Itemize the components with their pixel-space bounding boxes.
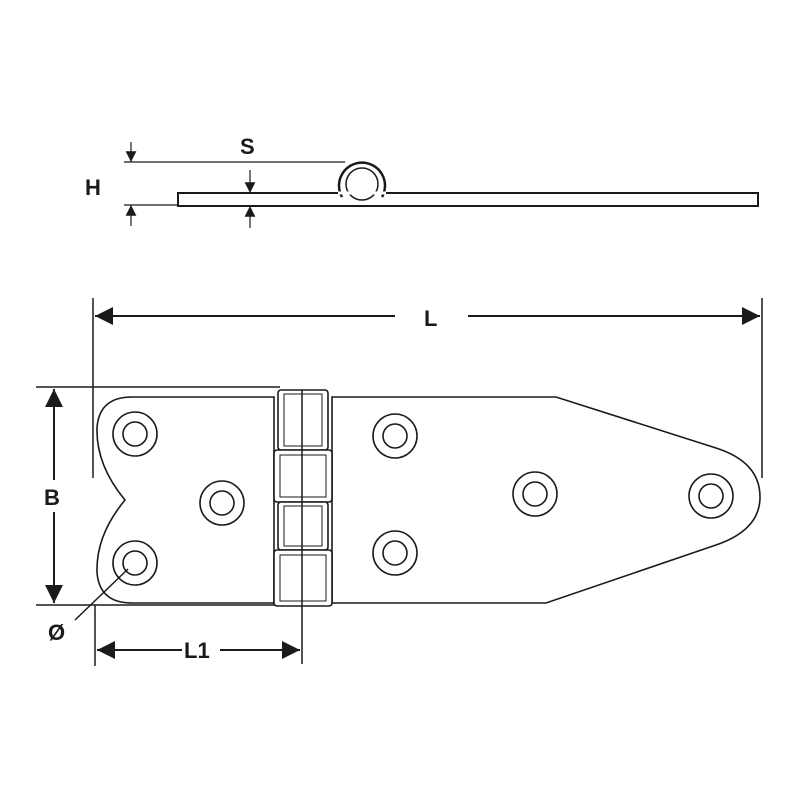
l1-label: L1 xyxy=(184,638,210,663)
hole xyxy=(372,530,418,576)
mounting-holes xyxy=(112,411,734,586)
diameter-callout: Ø xyxy=(48,568,129,645)
hole xyxy=(372,413,418,459)
hole xyxy=(199,480,245,526)
hole xyxy=(112,540,158,586)
l-label: L xyxy=(424,306,437,331)
l1-dimension: L1 xyxy=(94,605,300,666)
b-label: B xyxy=(44,485,60,510)
length-dimension: L xyxy=(92,298,763,478)
h-label: H xyxy=(85,175,101,200)
hole xyxy=(688,473,734,519)
width-dimension: B xyxy=(36,386,280,606)
hinge-knuckles xyxy=(273,389,333,664)
diameter-label: Ø xyxy=(48,620,65,645)
s-label: S xyxy=(240,134,255,159)
side-view: S H xyxy=(85,134,759,228)
hole xyxy=(512,471,558,517)
top-view xyxy=(96,389,761,664)
hole xyxy=(112,411,158,457)
